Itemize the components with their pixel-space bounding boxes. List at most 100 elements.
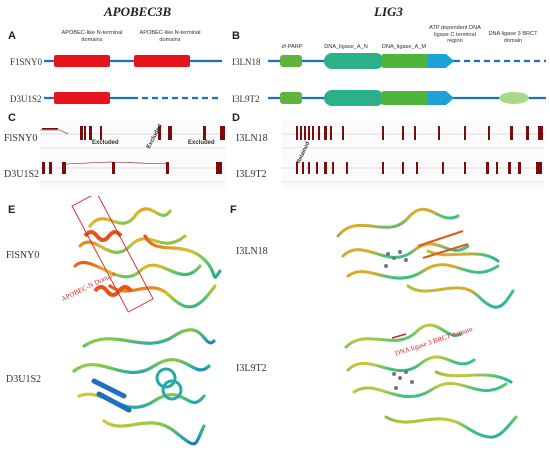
exon-block: [89, 126, 92, 140]
isoform-label-i3l9t2: I3L9T2: [232, 94, 260, 104]
panel-label-d: D: [232, 112, 240, 124]
dna-ligase-m-domain-bar: [382, 54, 438, 68]
exon-block: [346, 162, 348, 174]
exon-block: [518, 162, 521, 174]
isoform-label-e-d3u1s2: D3U1S2: [6, 374, 42, 385]
exon-block: [342, 126, 344, 140]
exon-block: [300, 126, 302, 140]
isoform-label-d-i3ln18: I3LN18: [236, 133, 268, 144]
exon-block: [62, 162, 66, 174]
exon-block: [464, 162, 466, 174]
gene-title-apobec3b: APOBEC3B: [104, 4, 172, 19]
exon-block: [488, 126, 490, 140]
ligand-sticks: [384, 250, 408, 268]
exon-block: [438, 126, 440, 140]
exon-block: [496, 162, 498, 174]
exon-block: [332, 162, 334, 174]
exon-block: [324, 162, 327, 174]
exon-block: [316, 162, 318, 174]
atp-dependent-domain-arrow: [428, 91, 454, 105]
exon-block: [308, 162, 310, 174]
exon-block: [158, 126, 161, 140]
exon-block: [302, 162, 304, 174]
exon-block: [382, 126, 384, 140]
exon-track-d: [282, 120, 544, 190]
panel-label-e: E: [8, 204, 16, 216]
exon-block: [220, 126, 225, 140]
exon-block: [112, 162, 115, 174]
isoform-label-f1sny0: F1SNY0: [10, 57, 43, 67]
exon-block: [42, 162, 45, 174]
brct-domain-cylinder: [499, 92, 529, 104]
exon-block: [486, 162, 489, 174]
exon-block: [414, 126, 416, 140]
isoform-label-e-flsny0: FlSNY0: [6, 250, 40, 261]
dna-ligase-m-domain-bar: [382, 91, 438, 105]
ligand-sticks: [392, 370, 414, 390]
exon-block: [508, 162, 511, 174]
gene-title-lig3: LIG3: [374, 4, 403, 19]
exon-block: [538, 126, 543, 140]
domain-label-zf-parp: zf-PARP: [281, 44, 303, 50]
exon-block: [42, 128, 58, 130]
exon-block: [100, 126, 102, 140]
domain-label-brct: DNA ligase 3 BRCT domain: [488, 31, 538, 44]
exon-block: [318, 126, 320, 140]
isoform-label-f-i3l9t2: I3L9T2: [236, 363, 267, 374]
exon-block: [308, 126, 310, 140]
zf-parp-domain-bar: [280, 55, 302, 67]
protein-structure-i3l9t2: [344, 323, 518, 439]
isoform-label-i3ln18: I3LN18: [232, 57, 261, 67]
panel-label-c: C: [8, 112, 16, 124]
exon-block: [312, 126, 314, 140]
domain-label-apobec-n: APOBEC-like N-terminal domains: [61, 30, 123, 43]
exon-block: [382, 162, 384, 174]
exon-block: [330, 126, 332, 140]
protein-structure-i3ln18: [336, 207, 515, 309]
exon-block: [304, 126, 306, 140]
apobec-f1sny0-track: [44, 55, 222, 67]
atp-dependent-domain-arrow: [428, 54, 454, 68]
exon-track-c: [40, 120, 226, 190]
apobec-n-domain-bar: [54, 55, 110, 67]
exon-block: [216, 162, 222, 174]
domain-label-dna-ligase-n: DNA_ligase_A_N: [324, 44, 368, 50]
exon-block: [49, 162, 52, 174]
isoform-label-f-i3ln18: I3LN18: [236, 246, 268, 257]
lig3-i3ln18-track: [268, 53, 546, 69]
exon-block: [296, 126, 298, 140]
apobec-d3u1s2-track: [44, 92, 222, 104]
exon-block: [166, 162, 169, 174]
exon-block: [442, 162, 444, 174]
annotation-excluded-1: Excluded: [92, 140, 119, 146]
domain-label-apobec-c: APOBEC-like N-terminal domains: [139, 30, 201, 43]
exon-block: [464, 126, 466, 140]
apobec-n-domain-box: [71, 196, 154, 313]
panel-label-b: B: [232, 30, 240, 42]
domain-label-dna-ligase-m: DNA_ligase_A_M: [381, 44, 427, 50]
annotation-excluded-3: Excluded: [188, 140, 215, 146]
dna-ligase-n-domain-bar: [324, 90, 384, 106]
exon-block: [84, 126, 86, 140]
apobec-n-domain-bar: [54, 92, 110, 104]
exon-block: [324, 126, 327, 140]
dna-ligase-n-domain-bar: [324, 53, 384, 69]
panel-label-f: F: [230, 204, 237, 216]
exon-block: [203, 126, 206, 140]
protein-structure-d3u1s2: [72, 328, 216, 446]
exon-block: [402, 162, 404, 174]
exon-block: [416, 162, 418, 174]
exon-block: [510, 126, 513, 140]
zf-parp-domain-bar: [280, 92, 302, 104]
protein-structure-f1sny0: [71, 196, 222, 313]
domain-label-atp-dependent: ATP dependent DNA ligase C terminal regi…: [429, 25, 481, 45]
exon-block: [168, 126, 172, 140]
apobec-c-domain-bar: [134, 55, 190, 67]
exon-block: [402, 126, 404, 140]
exon-block: [526, 126, 529, 140]
exon-block: [80, 126, 83, 140]
isoform-label-c-flsny0: FlSNY0: [4, 133, 38, 144]
isoform-label-c-d3u1s2: D3U1S2: [4, 169, 40, 180]
panel-label-a: A: [8, 30, 16, 42]
isoform-label-d3u1s2: D3U1S2: [10, 94, 42, 104]
